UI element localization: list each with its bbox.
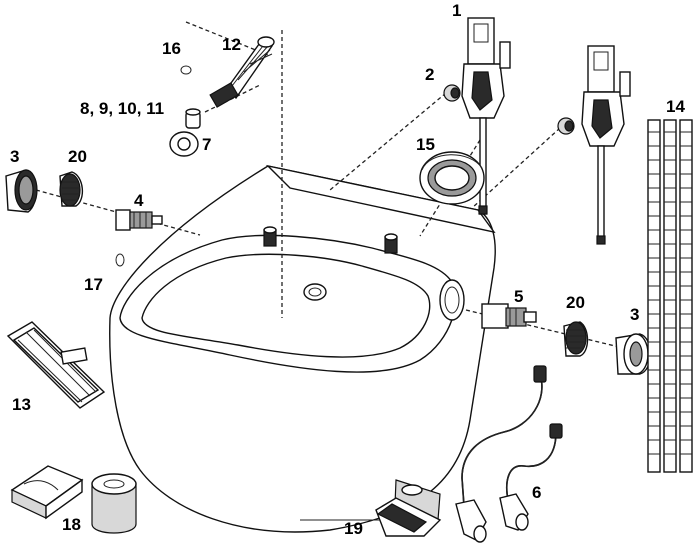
- callout-13: 13: [12, 395, 31, 414]
- callout-5: 5: [514, 287, 523, 306]
- cover-cap-left: [5, 169, 38, 213]
- bowl-top-fitting-right: [384, 233, 398, 254]
- callout-4: 4: [134, 191, 144, 210]
- nut-right: [557, 117, 575, 135]
- callout-20-left: 20: [68, 147, 87, 166]
- callout-17: 17: [84, 275, 103, 294]
- washer: [169, 131, 199, 157]
- toilet-bowl: [109, 164, 496, 533]
- callout-3-left: 3: [10, 147, 19, 166]
- mounting-bracket-left: [461, 17, 511, 215]
- callout-6: 6: [532, 483, 541, 502]
- knob-right: [563, 321, 589, 357]
- o-ring-small: [180, 65, 192, 75]
- callout-18: 18: [62, 515, 81, 534]
- clip-bracket: [375, 479, 442, 537]
- cover-cap-right: [615, 333, 652, 375]
- valve-cartridge: [115, 209, 163, 231]
- callout-14: 14: [666, 97, 685, 116]
- valve-insert-small: [185, 108, 201, 129]
- spring-strips: [647, 119, 693, 473]
- callout-2: 2: [425, 65, 434, 84]
- callout-12: 12: [222, 35, 241, 54]
- callout-8-11: 8, 9, 10, 11: [80, 99, 164, 118]
- callout-20-right: 20: [566, 293, 585, 312]
- o-ring: [115, 253, 125, 267]
- callout-3-right: 3: [630, 305, 639, 324]
- callout-19: 19: [344, 519, 363, 538]
- seal-ring: [419, 151, 485, 205]
- callout-1: 1: [452, 1, 461, 20]
- knob-left: [59, 171, 83, 207]
- mounting-bracket-right: [581, 45, 631, 245]
- cleaning-sponge: [10, 465, 84, 520]
- hose-connector: [209, 36, 275, 108]
- flexible-hoses: [455, 365, 563, 543]
- cleaning-cup: [91, 473, 137, 534]
- filter-grille: [6, 321, 106, 409]
- callout-16: 16: [162, 39, 181, 58]
- callout-15: 15: [416, 135, 435, 154]
- valve-assembly-right: [481, 303, 537, 329]
- callout-7: 7: [202, 135, 211, 154]
- nut-left: [443, 84, 461, 102]
- bowl-top-fitting-left: [263, 226, 277, 247]
